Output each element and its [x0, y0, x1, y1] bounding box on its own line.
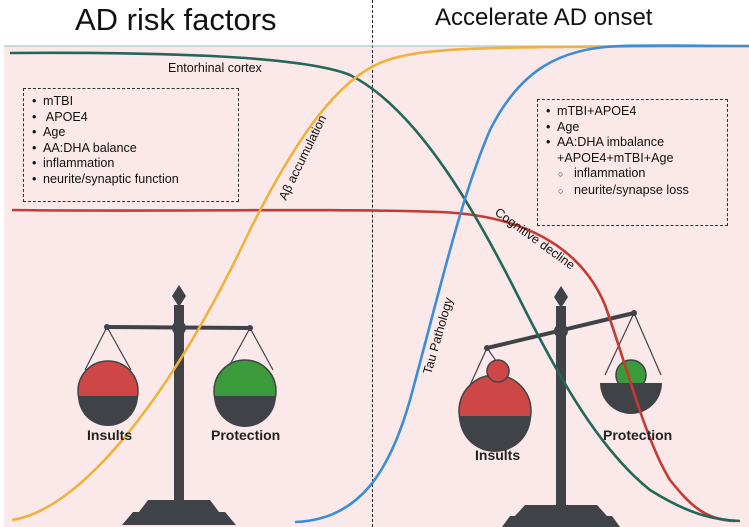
right-insults-label: Insults [475, 447, 520, 463]
right-protection-label: Protection [603, 427, 672, 443]
tau-pathology-curve [294, 44, 749, 524]
balance-scale-icon [458, 286, 662, 527]
list-item: inflammation [26, 156, 179, 172]
scale-pivot [172, 321, 186, 335]
left-factor-box: mTBI APOE4 Age AA:DHA balance inflammati… [23, 88, 239, 202]
list-item: AA:DHA imbalance [540, 135, 689, 151]
balance-scale-icon [77, 285, 277, 525]
left-panel-title: AD risk factors [75, 2, 277, 37]
insults-pan [78, 396, 138, 426]
left-protection-label: Protection [211, 427, 280, 443]
tau-pathology-label: Tau Pathology [420, 295, 456, 376]
panel-divider [372, 0, 373, 527]
scale-base-top [515, 505, 607, 516]
scale-base-top [139, 500, 219, 512]
insults-ball-small [486, 359, 510, 383]
scale-pivot [554, 324, 568, 338]
list-item: neurite/synapse loss [540, 183, 689, 200]
cognitive-decline-curve [11, 208, 736, 523]
right-factor-box: mTBI+APOE4 Age AA:DHA imbalance +APOE4+m… [537, 99, 728, 226]
list-item: neurite/synaptic function [26, 172, 179, 188]
scale-base-bottom [502, 516, 620, 527]
list-item: Age [26, 125, 179, 141]
list-item: mTBI [26, 94, 179, 110]
abeta-accumulation-curve [11, 44, 749, 522]
entorhinal-cortex-label: Entorhinal cortex [168, 61, 263, 75]
scale-top-finial [554, 286, 568, 308]
list-item: mTBI+APOE4 [540, 104, 689, 120]
list-item: +APOE4+mTBI+Age [557, 150, 674, 165]
left-insults-label: Insults [87, 427, 132, 443]
scale-pillar [174, 305, 184, 500]
left-factor-list: mTBI APOE4 Age AA:DHA balance inflammati… [26, 94, 179, 188]
list-item: inflammation [540, 166, 689, 183]
right-panel-title: Accelerate AD onset [435, 4, 653, 31]
list-item: APOE4 [26, 110, 179, 126]
insults-pan [459, 416, 531, 452]
protection-pan [600, 383, 662, 414]
protection-pan [214, 396, 276, 427]
list-item: AA:DHA balance [26, 141, 179, 157]
scale-top-finial [172, 285, 186, 307]
entorhinal-cortex-curve [9, 51, 741, 523]
right-factor-list: mTBI+APOE4 Age AA:DHA imbalance +APOE4+m… [540, 104, 689, 200]
abeta-accumulation-label: Aβ accumulation [276, 113, 329, 202]
list-item: Age [540, 120, 689, 136]
scale-base-bottom [122, 512, 236, 525]
scale-pillar [556, 306, 566, 506]
